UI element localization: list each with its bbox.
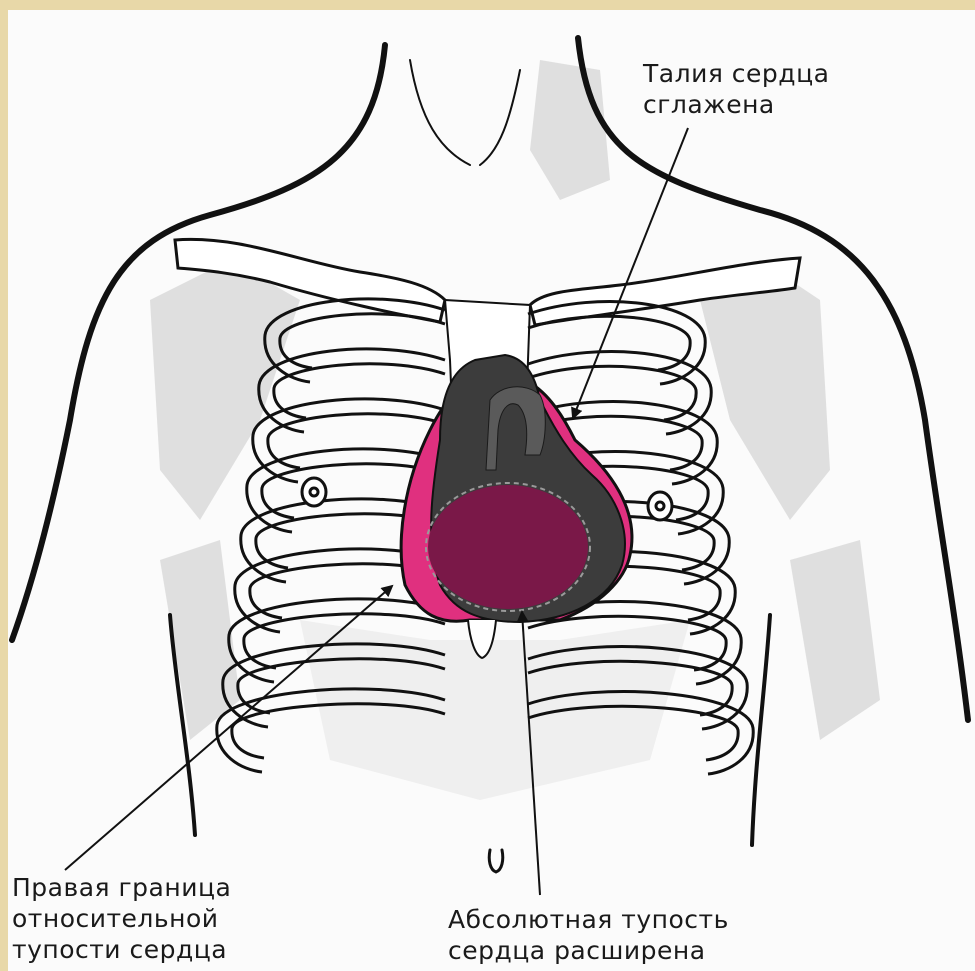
- label-absolute-dullness-line1: Абсолютная тупость: [448, 904, 729, 935]
- label-right-border-line2: относительной: [12, 903, 231, 934]
- absolute-dullness-area: [428, 485, 588, 609]
- label-right-border-line3: тупости сердца: [12, 934, 231, 965]
- rib-1-left-inner: [280, 314, 445, 368]
- nipple-left: [302, 478, 326, 506]
- rib-2-left-inner: [274, 364, 445, 418]
- label-right-border: Правая граница относительной тупости сер…: [12, 872, 231, 965]
- label-heart-waist-line1: Талия сердца: [643, 58, 829, 89]
- label-right-border-line1: Правая граница: [12, 872, 231, 903]
- nipple-right: [648, 492, 672, 520]
- rib-2-left: [259, 349, 445, 432]
- label-heart-waist: Талия сердца сглажена: [643, 58, 829, 120]
- label-absolute-dullness-line2: сердца расширена: [448, 935, 729, 966]
- label-absolute-dullness: Абсолютная тупость сердца расширена: [448, 904, 729, 966]
- label-heart-waist-line2: сглажена: [643, 89, 829, 120]
